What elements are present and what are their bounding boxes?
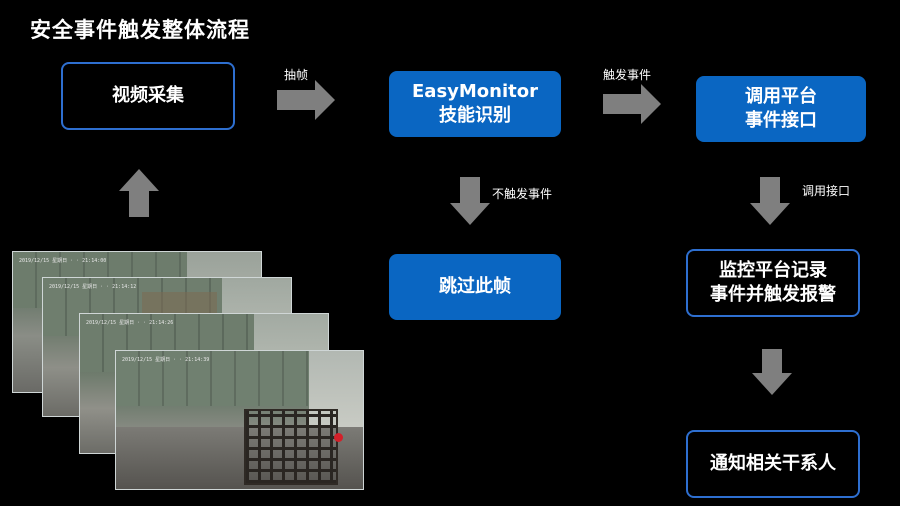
node-monitor-record-line2: 事件并触发报警 bbox=[710, 283, 836, 307]
edge-label-extract-frame: 抽帧 bbox=[284, 66, 308, 83]
edge-label-trigger-event: 触发事件 bbox=[603, 66, 651, 83]
node-monitor-record: 监控平台记录 事件并触发报警 bbox=[686, 249, 860, 317]
node-platform-api: 调用平台 事件接口 bbox=[696, 76, 866, 142]
arrow-call-api bbox=[750, 177, 790, 225]
diagram-title: 安全事件触发整体流程 bbox=[30, 14, 250, 44]
node-platform-api-line1: 调用平台 bbox=[745, 85, 817, 109]
arrow-video-input bbox=[119, 169, 159, 217]
video-frame-4: 2019/12/15 星期日 · · 21:14:39 bbox=[115, 350, 364, 490]
edge-label-call-api: 调用接口 bbox=[802, 182, 850, 199]
video-frame-timestamp: 2019/12/15 星期日 · · 21:14:00 bbox=[19, 257, 106, 264]
arrow-no-trigger bbox=[450, 177, 490, 225]
node-notify-label: 通知相关干系人 bbox=[710, 452, 836, 476]
video-frame-timestamp: 2019/12/15 星期日 · · 21:14:26 bbox=[86, 319, 173, 326]
node-skip-frame-label: 跳过此帧 bbox=[439, 275, 511, 299]
video-frame-timestamp: 2019/12/15 星期日 · · 21:14:12 bbox=[49, 283, 136, 290]
video-frame-timestamp: 2019/12/15 星期日 · · 21:14:39 bbox=[122, 356, 209, 363]
node-easymonitor: EasyMonitor 技能识别 bbox=[389, 71, 561, 137]
node-platform-api-line2: 事件接口 bbox=[745, 109, 817, 133]
node-easymonitor-line2: 技能识别 bbox=[412, 104, 538, 128]
node-monitor-record-line1: 监控平台记录 bbox=[710, 259, 836, 283]
node-skip-frame: 跳过此帧 bbox=[389, 254, 561, 320]
edge-label-no-trigger: 不触发事件 bbox=[492, 185, 552, 202]
node-notify: 通知相关干系人 bbox=[686, 430, 860, 498]
node-easymonitor-line1: EasyMonitor bbox=[412, 80, 538, 104]
arrow-to-notify bbox=[752, 349, 792, 395]
arrow-trigger-event bbox=[603, 84, 661, 124]
node-video-capture-label: 视频采集 bbox=[112, 84, 184, 108]
arrow-extract-frame bbox=[277, 80, 335, 120]
node-video-capture: 视频采集 bbox=[61, 62, 235, 130]
